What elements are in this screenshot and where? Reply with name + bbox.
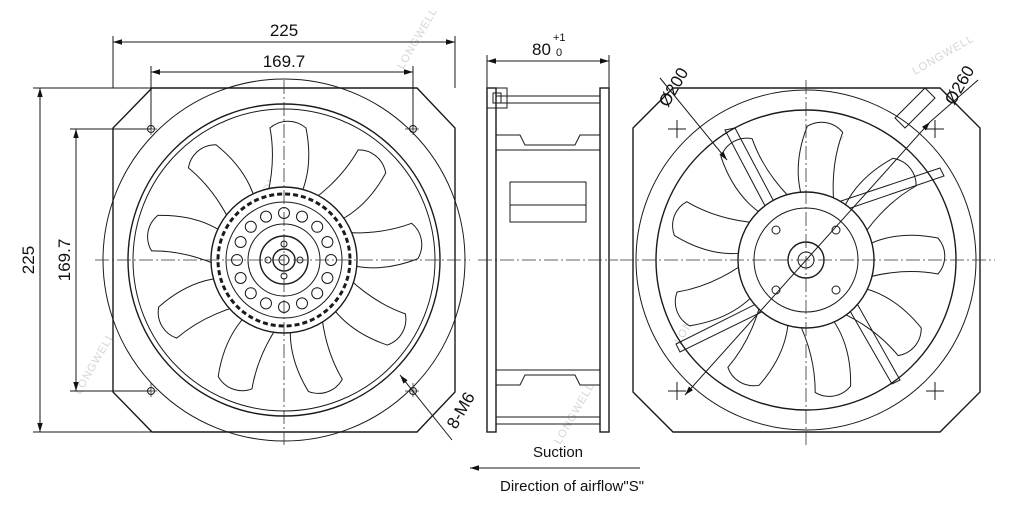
rear-mounting-holes	[668, 120, 944, 400]
dim-overall-width: 225	[112, 21, 456, 88]
depth-value-label: 80	[532, 40, 551, 59]
dim-hole-spacing-width: 169.7	[150, 52, 414, 129]
dim-overall-height: 225	[19, 87, 152, 433]
rear-view: Ø200 Ø260	[620, 62, 995, 445]
hub-vent-hole	[244, 287, 257, 300]
hub-vent-hole	[296, 210, 308, 223]
dim-inner-diameter: Ø200	[655, 64, 728, 161]
dim-depth: 80 +1 0	[486, 32, 610, 88]
rear-cable-slot	[894, 87, 936, 129]
hub-vent-hole	[260, 297, 272, 310]
side-connector	[486, 87, 508, 109]
hub-vent-hole	[296, 297, 308, 310]
hub-vent-hole	[311, 287, 324, 300]
inner-diameter-label: Ø200	[655, 64, 692, 110]
dim-169-width-label: 169.7	[263, 52, 306, 71]
hub-vent-hole	[234, 272, 247, 284]
dim-225-height-label: 225	[19, 246, 38, 274]
hub-vent-hole	[311, 220, 324, 233]
side-label-plate	[509, 181, 587, 223]
hub-vent-hole	[260, 210, 272, 223]
front-view: 225 169.7 225 169.7 8-M6	[19, 21, 479, 445]
hub-vent-hole	[244, 220, 257, 233]
hub-vent-hole	[321, 236, 334, 248]
depth-tolerance-upper: +1	[553, 32, 566, 44]
hub-vent-hole	[234, 236, 247, 248]
dim-hole-spacing-height: 169.7	[55, 128, 151, 392]
front-housing-outline	[112, 87, 456, 433]
mounting-holes-label: 8-M6	[443, 389, 479, 432]
airflow-direction-label: Direction of airflow"S"	[500, 478, 644, 495]
front-hub-vents	[231, 207, 337, 313]
hub-vent-hole	[321, 272, 334, 284]
depth-tolerance-lower: 0	[556, 47, 562, 59]
watermark-text: LONGWELL	[395, 6, 440, 72]
dim-169-height-label: 169.7	[55, 239, 74, 282]
suction-label: Suction	[533, 444, 583, 461]
watermark-text: LONGWELL	[72, 331, 117, 397]
side-view: 80 +1 0 Suction Direction of airflow"S"	[470, 32, 644, 495]
dim-225-width-label: 225	[270, 21, 298, 40]
watermark-text: LONGWELL	[552, 381, 597, 447]
